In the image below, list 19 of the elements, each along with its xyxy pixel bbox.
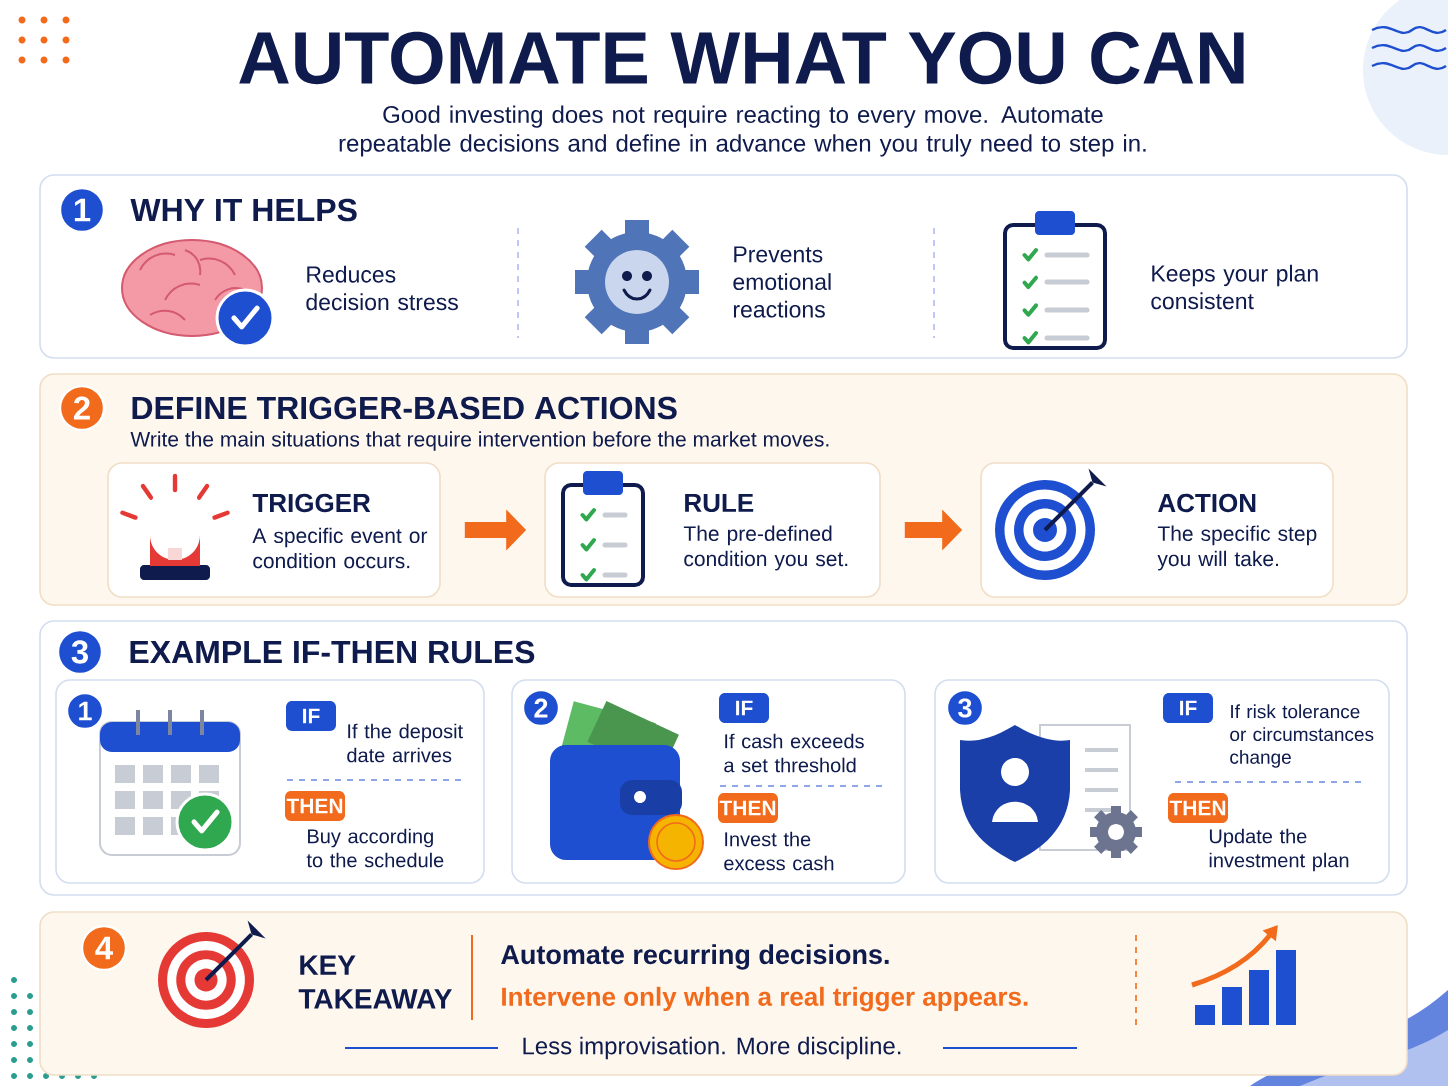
- number-badge: 3: [945, 688, 985, 728]
- benefit-text: Reduces decision stress: [306, 265, 458, 311]
- title: AUTOMATE WHAT YOU CAN: [239, 31, 1244, 85]
- number-badge: 1: [58, 186, 106, 234]
- condition-tag: IF: [719, 693, 769, 723]
- number-badge: 3: [56, 628, 104, 676]
- subtitle: Good investing does not require reacting to every move. Automate repeatable decisions and define in advance when you truly need to step in.: [339, 105, 1146, 157]
- condition-tag: THEN: [285, 791, 345, 821]
- benefit-text: Prevents emotional reactions: [733, 246, 831, 318]
- condition-tag: IF: [286, 701, 336, 731]
- benefit-text: Keeps your plan consistent: [1151, 264, 1318, 310]
- number-badge: 2: [521, 688, 561, 728]
- number-badge: 1: [65, 691, 105, 731]
- condition-tag: THEN: [718, 793, 778, 823]
- step-card: TRIGGER A specific event or condition occurs.: [107, 462, 441, 598]
- number-badge: 4: [80, 924, 128, 972]
- number-badge: 2: [58, 384, 106, 432]
- condition-tag: IF: [1163, 693, 1213, 723]
- condition-tag: THEN: [1168, 793, 1228, 823]
